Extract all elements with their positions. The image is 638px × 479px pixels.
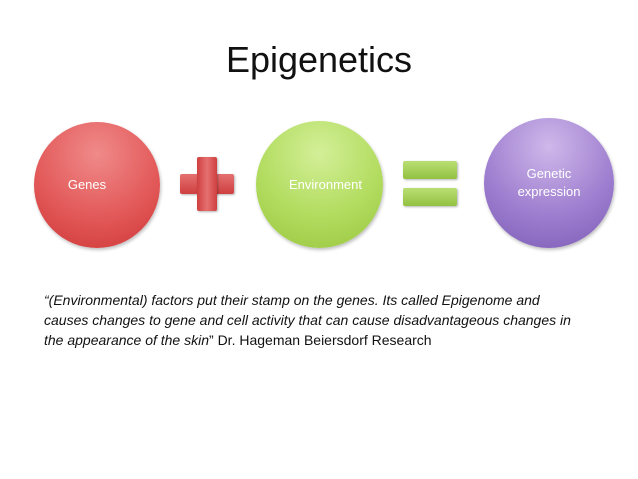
quote-text: “(Environmental) factors put their stamp… xyxy=(44,290,584,350)
plus-vertical-bar xyxy=(197,157,217,211)
plus-icon xyxy=(180,157,234,211)
genetic-expression-label: Genetic expression xyxy=(518,165,581,201)
environment-label: Environment xyxy=(289,176,362,192)
equals-icon xyxy=(403,161,457,207)
genetic-expression-label-line1: Genetic xyxy=(526,166,572,181)
genetic-expression-circle: Genetic expression xyxy=(484,118,614,248)
genetic-expression-label-line2: expression xyxy=(517,184,581,199)
quote-italic: “(Environmental) factors put their stamp… xyxy=(44,292,571,348)
equals-bottom-bar xyxy=(403,188,457,206)
environment-circle: Environment xyxy=(256,121,383,248)
slide-title: Epigenetics xyxy=(225,39,413,80)
equals-top-bar xyxy=(403,161,457,179)
genes-label: Genes xyxy=(67,177,107,192)
quote-attribution: ” Dr. Hageman Beiersdorf Research xyxy=(209,332,432,348)
genes-circle: Genes xyxy=(34,122,160,248)
